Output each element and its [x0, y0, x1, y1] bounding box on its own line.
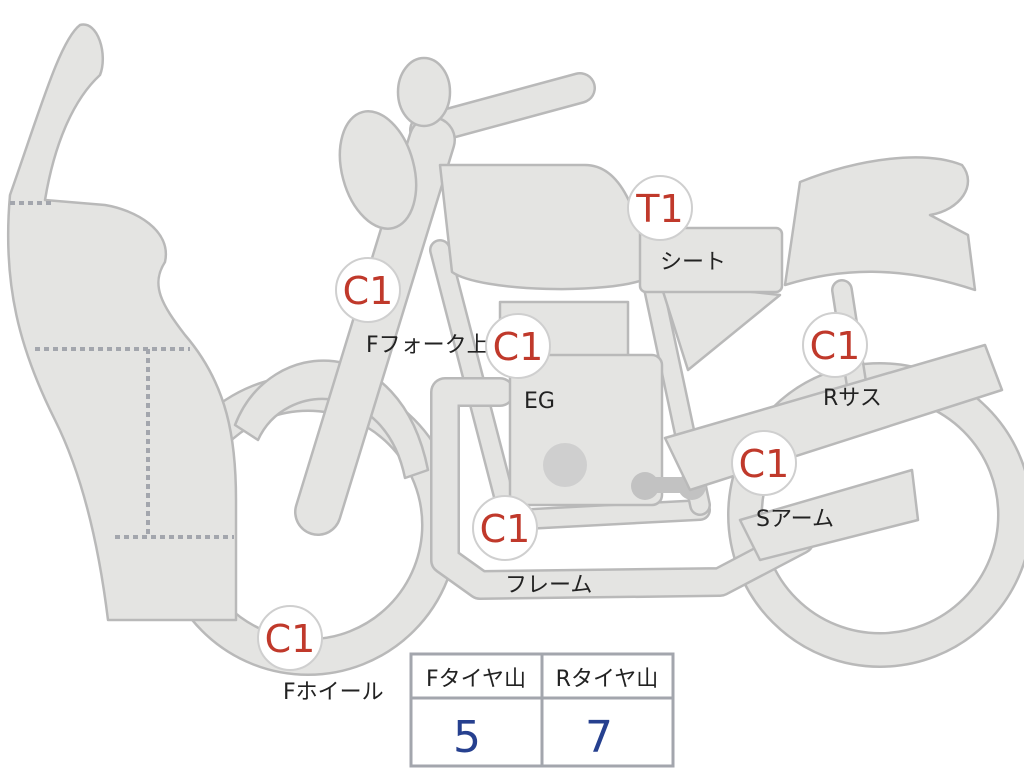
marker-seat[interactable]: T1 シート [627, 175, 726, 275]
marker-swing-arm-code: C1 [739, 442, 790, 486]
marker-fork-upper-code: C1 [343, 269, 394, 313]
marker-fork-upper-label: Fフォーク上 [366, 333, 489, 358]
marker-engine-code: C1 [493, 325, 544, 369]
mirror [396, 56, 452, 128]
headlight [338, 110, 418, 230]
front-tread-header: Fタイヤ山 [426, 667, 526, 692]
marker-engine[interactable]: C1 EG [485, 313, 555, 414]
marker-frame-label: フレーム [505, 573, 592, 598]
marker-front-wheel[interactable]: C1 Fホイール [257, 605, 384, 705]
rear-tread-value: 7 [585, 712, 613, 763]
marker-front-wheel-code: C1 [265, 617, 316, 661]
marker-seat-label: シート [660, 250, 726, 275]
seat [638, 226, 784, 294]
marker-rear-suspension-label: Rサス [823, 386, 882, 411]
marker-front-wheel-label: Fホイール [283, 680, 384, 705]
fuel-tank [438, 163, 650, 291]
marker-swing-arm-label: Sアーム [756, 507, 834, 532]
marker-frame[interactable]: C1 フレーム [472, 495, 592, 598]
front-tread-value: 5 [453, 712, 481, 763]
marker-fork-upper[interactable]: C1 Fフォーク上 [335, 257, 489, 358]
rear-cowl [783, 156, 977, 292]
marker-engine-label: EG [524, 389, 555, 414]
tire-tread-table: Fタイヤ山 Rタイヤ山 5 7 [409, 652, 675, 768]
marker-rear-suspension[interactable]: C1 Rサス [802, 312, 882, 411]
fairing-seam-dots [10, 201, 234, 539]
marker-swing-arm[interactable]: C1 Sアーム [731, 430, 834, 532]
engine [498, 300, 706, 507]
marker-frame-code: C1 [480, 507, 531, 551]
swing-arm-lower [738, 468, 920, 562]
handlebar [409, 72, 596, 146]
front-fairing [6, 23, 238, 622]
marker-seat-code: T1 [635, 187, 683, 231]
exhaust-pipe [430, 377, 815, 600]
marker-rear-suspension-code: C1 [810, 324, 861, 368]
rear-tread-header: Rタイヤ山 [556, 667, 659, 692]
